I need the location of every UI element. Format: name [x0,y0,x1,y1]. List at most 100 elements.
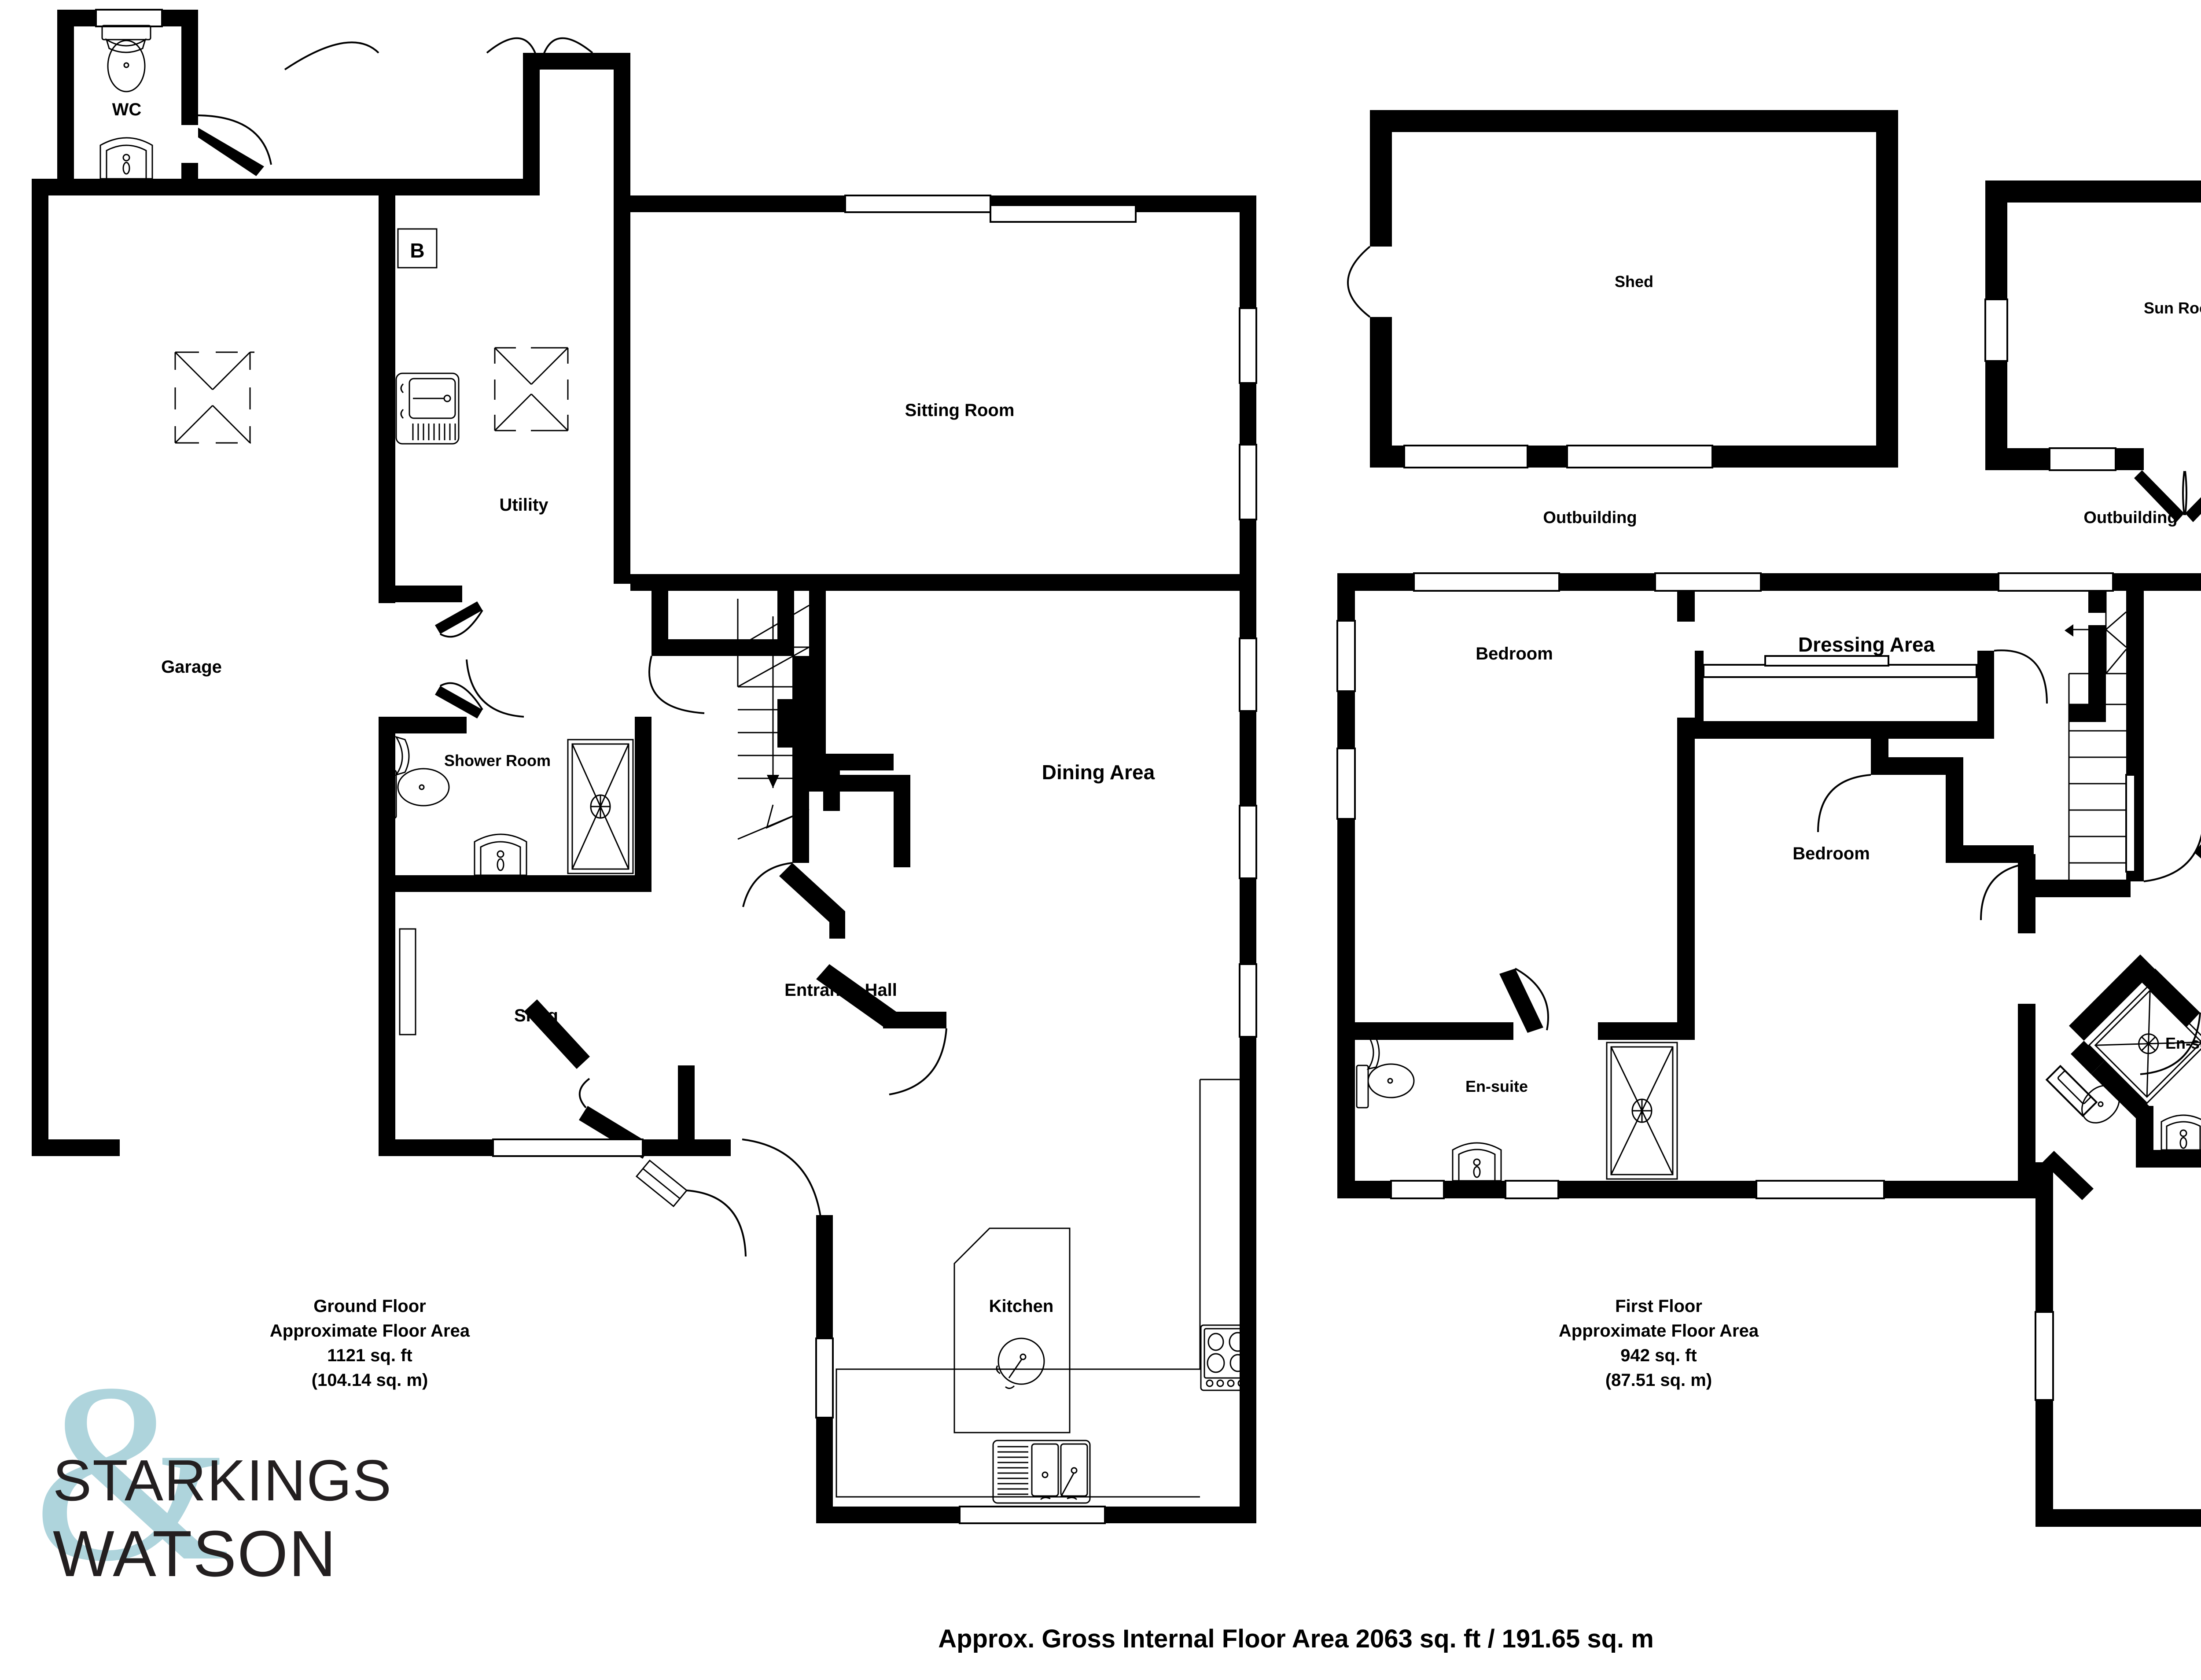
logo-line-watson: WATSON [53,1518,337,1590]
window-shed-a [1403,445,1528,468]
basin-icon-wc [99,137,153,180]
room-snug: Snug [379,892,731,1157]
ground-floor-caption: Ground Floor Approximate Floor Area 1121… [270,1297,470,1390]
window-kitchen-bottom [959,1506,1106,1524]
boiler-label: B [410,239,424,262]
window-ff-bedroom4-left [2035,1311,2054,1401]
toilet-icon-wc [101,25,151,92]
room-bedroom-bottomright: Bedroom [2035,1509,2201,1527]
window-ensuite-centre [2045,1065,2098,1117]
shower-tray-icon-shower-room [567,739,634,874]
wardrobe-rail-a [1703,664,1977,678]
window-ff-top-c [1998,572,2114,592]
first-floor-sqm: (87.51 sq. m) [1605,1371,1712,1390]
room-label-kitchen: Kitchen [989,1297,1054,1316]
room-label-shed: Shed [1615,273,1653,291]
first-floor-title: First Floor [1615,1297,1702,1316]
window-sitting-top-b [990,204,1137,223]
room-label-utility: Utility [499,495,548,515]
wardrobe-rail-b [1764,655,1889,667]
toilet-icon-ensuite-left [1356,1034,1415,1109]
window-dining-c [1239,963,1257,1038]
window-sitting-right-a [1239,307,1257,384]
utility-sink-icon [395,372,460,445]
room-label-shower-room: Shower Room [444,752,551,770]
window-kitchen-left [815,1337,834,1418]
room-label-snug: Snug [514,1006,558,1025]
basin-icon-ensuite-centre [2161,1114,2201,1151]
window-ff-bottom-a [1390,1180,1445,1199]
snug-recess [399,928,416,1035]
room-entrance-hall: Entrance Hall [524,591,947,1223]
room-sitting-room: Sitting Room [614,195,1257,591]
toilet-icon-shower-room [381,736,450,819]
kitchen-island [953,1227,1071,1433]
window-sunroom-bottom-a [2049,447,2116,471]
room-ensuite-left: En-suite [1356,1034,1678,1182]
velux-symbol-utility [494,347,569,431]
room-bedroom-topleft: Bedroom [1337,591,1695,1040]
window-wc [95,9,163,27]
window-ff-bottom-c [1756,1180,1885,1199]
ground-floor-sqm: (104.14 sq. m) [312,1371,428,1390]
agency-logo: & STARKINGS WATSON [33,1331,392,1614]
window-ff-left-b [1336,748,1356,820]
window-sitting-top-a [844,195,991,213]
first-floor-sqft: 942 sq. ft [1620,1346,1697,1365]
basin-icon-ensuite-left [1452,1142,1502,1182]
door-utility-top [284,37,593,70]
outbuilding-caption-left: Outbuilding [1543,508,1637,527]
room-label-bedroom-middle: Bedroom [1792,844,1870,863]
ground-floor-plan: WC Garage [32,9,1257,1524]
window-sunroom-left [1984,298,2008,362]
shower-tray-icon-ensuite-left [1606,1042,1678,1180]
boiler-marker: B [397,228,438,269]
room-label-dining-area: Dining Area [1042,761,1155,784]
room-kitchen: Kitchen [635,1079,1256,1524]
kitchen-sink-icon [992,1440,1091,1504]
window-dining-a [1239,637,1257,712]
first-floor-caption: First Floor Approximate Floor Area 942 s… [1559,1297,1759,1390]
room-label-wc: WC [112,100,142,119]
room-dining-area: Dining Area [1042,591,1257,1079]
room-label-sitting-room: Sitting Room [905,401,1015,420]
gross-internal-area-caption: Approx. Gross Internal Floor Area 2063 s… [938,1625,1654,1653]
ground-floor-title: Ground Floor [313,1297,426,1316]
room-dressing-area: Dressing Area [1695,633,2048,739]
doors-entrance-hall [578,656,947,1223]
room-label-garage: Garage [161,657,222,677]
logo-ampersand: & [33,1331,231,1614]
logo-line-starkings: STARKINGS [53,1448,392,1513]
outbuilding-caption-right: Outbuilding [2083,508,2177,527]
room-garage: Garage [32,179,524,1156]
room-wc: WC [57,9,272,195]
hob-icon [1200,1324,1254,1391]
room-label-ensuite-left: En-suite [1465,1077,1528,1095]
window-shed-b [1566,445,1713,468]
velux-symbol-garage [174,351,254,444]
outbuilding-shed: Shed Outbuilding [1347,110,1898,527]
first-floor-subtitle: Approximate Floor Area [1559,1321,1759,1341]
window-snug [492,1138,644,1157]
shower-tray-icon-ensuite-centre [2088,983,2201,1104]
window-ff-bottom-b [1505,1180,1559,1199]
door-kitchen-entry [635,1159,747,1257]
doors-shower-room [435,601,524,718]
room-label-entrance-hall: Entrance Hall [784,980,897,1000]
staircase-ground [737,599,810,840]
window-dining-b [1239,805,1257,879]
outbuildings-group: Shed Outbuilding Sun Room Outbuilding [1347,110,2201,527]
room-utility: B [284,37,630,761]
toilet-icon-ensuite-centre [2057,1070,2120,1124]
window-ff-left-a [1336,620,1356,692]
room-shower-room: Shower Room [379,601,651,892]
room-label-sun-room: Sun Room [2144,299,2201,317]
room-label-ensuite-centre: En-suite [2165,1034,2201,1052]
outbuilding-sunroom: Sun Room Outbuilding [1984,181,2201,527]
ground-floor-sqft: 1121 sq. ft [327,1346,412,1365]
window-sitting-right-b [1239,444,1257,520]
room-ensuite-centre: En-suite [2035,954,2201,1510]
room-bedroom-middle: Bedroom [1792,739,2035,1189]
window-ff-top-a [1413,572,1560,592]
